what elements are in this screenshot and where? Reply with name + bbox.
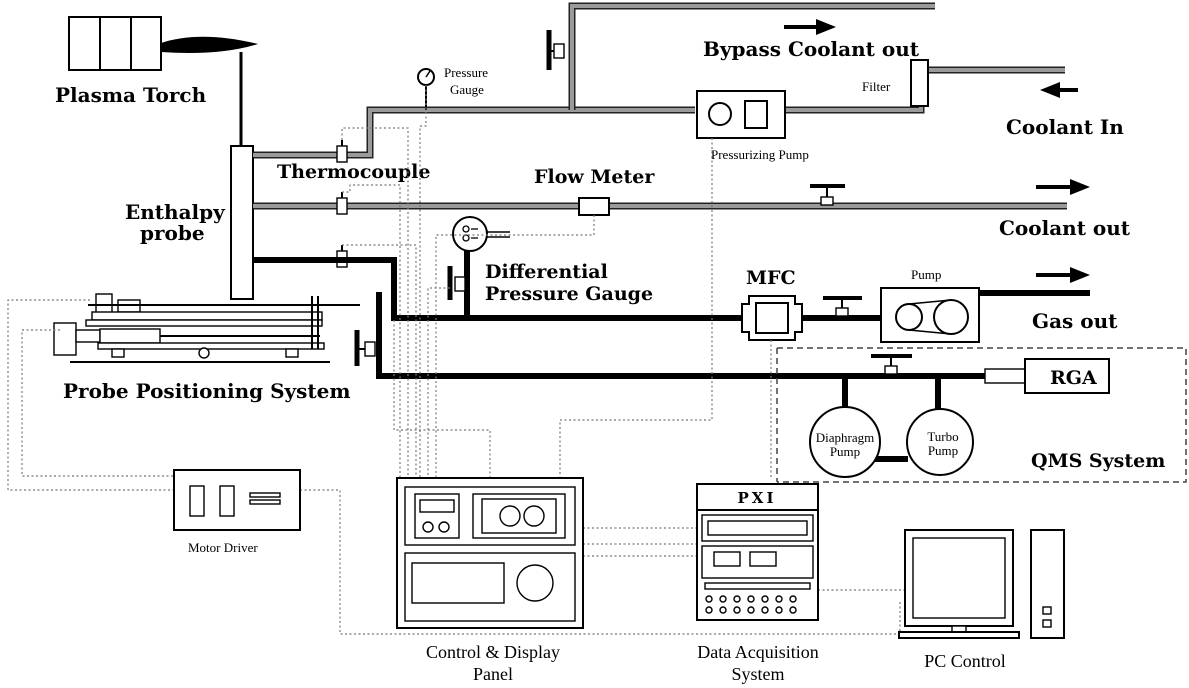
mfc bbox=[741, 295, 803, 341]
turbo-pump-label-1: Turbo bbox=[927, 429, 958, 444]
pressure-gauge bbox=[417, 68, 435, 110]
thermocouple-3 bbox=[336, 245, 348, 268]
pressure-gauge-label-1: Pressure bbox=[444, 65, 488, 80]
pressure-gauge-label-2: Gauge bbox=[450, 82, 484, 97]
filter bbox=[910, 59, 929, 107]
mfc-label: MFC bbox=[746, 267, 796, 289]
pressurizing-pump bbox=[696, 90, 786, 139]
probe-positioning-system-label: Probe Positioning System bbox=[63, 379, 351, 403]
coolant-in-label: Coolant In bbox=[1006, 115, 1124, 139]
qms-system-label: QMS System bbox=[1031, 450, 1165, 472]
turbo-pump bbox=[906, 408, 974, 476]
pump bbox=[880, 287, 980, 343]
qms-valve bbox=[871, 354, 912, 375]
thermocouple-1 bbox=[336, 140, 348, 163]
pressurizing-pump-label: Pressurizing Pump bbox=[711, 147, 809, 162]
motor-driver bbox=[173, 469, 301, 531]
differential-pressure-gauge bbox=[452, 216, 510, 252]
coolant-out-label: Coolant out bbox=[999, 216, 1131, 240]
gas-line-valve bbox=[354, 330, 376, 366]
pump-label: Pump bbox=[911, 267, 941, 282]
enthalpy-probe-label-2: probe bbox=[140, 221, 205, 245]
control-display-panel-label-1: Control & Display bbox=[426, 642, 560, 662]
turbo-pump-label-2: Pump bbox=[928, 443, 958, 458]
control-display-panel-label-2: Panel bbox=[473, 664, 513, 684]
filter-label: Filter bbox=[862, 79, 891, 94]
flow-meter bbox=[578, 197, 610, 216]
data-acquisition-system-label-1: Data Acquisition bbox=[697, 642, 818, 662]
gas-out-label: Gas out bbox=[1032, 309, 1118, 333]
signal-wires bbox=[7, 85, 908, 635]
data-acquisition-system-label-2: System bbox=[731, 664, 784, 684]
data-acquisition-system bbox=[696, 483, 819, 621]
differential-gauge-valve bbox=[447, 266, 466, 300]
thermocouple-label: Thermocouple bbox=[277, 161, 430, 183]
diaphragm-pump bbox=[809, 406, 881, 478]
differential-pressure-gauge-label-2: Pressure Gauge bbox=[485, 283, 653, 305]
control-display-panel bbox=[396, 477, 584, 629]
differential-pressure-gauge-label-1: Differential bbox=[485, 261, 608, 283]
bypass-coolant-out-label: Bypass Coolant out bbox=[703, 37, 920, 61]
plasma-torch-label: Plasma Torch bbox=[55, 83, 207, 107]
gas-out-arrow bbox=[1036, 267, 1090, 283]
bypass-coolant-out-arrow bbox=[784, 19, 836, 35]
pxi-label: PXI bbox=[738, 489, 777, 507]
rga bbox=[984, 358, 1110, 394]
diaphragm-pump-label-1: Diaphragm bbox=[816, 430, 874, 445]
diaphragm-pump-label-2: Pump bbox=[830, 444, 860, 459]
motor-driver-label: Motor Driver bbox=[188, 540, 258, 555]
flow-meter-label: Flow Meter bbox=[534, 166, 655, 188]
coolant-pipes bbox=[253, 2, 1067, 210]
gas-lines bbox=[253, 238, 1090, 462]
qms-system-boundary bbox=[777, 347, 1187, 483]
thermocouple-2 bbox=[336, 192, 348, 215]
pc-control bbox=[898, 529, 1065, 639]
probe-positioning-system bbox=[53, 293, 360, 363]
rga-label: RGA bbox=[1050, 367, 1097, 389]
coolant-in-arrow bbox=[1040, 82, 1078, 98]
coolant-out-valve bbox=[810, 184, 845, 206]
coolant-out-arrow bbox=[1036, 179, 1090, 195]
pc-control-label: PC Control bbox=[924, 651, 1006, 671]
bypass-valve bbox=[546, 30, 565, 70]
plasma-torch bbox=[68, 16, 258, 71]
enthalpy-probe-label-1: Enthalpy bbox=[125, 200, 226, 224]
mfc-valve bbox=[823, 296, 862, 317]
enthalpy-probe bbox=[230, 145, 254, 300]
